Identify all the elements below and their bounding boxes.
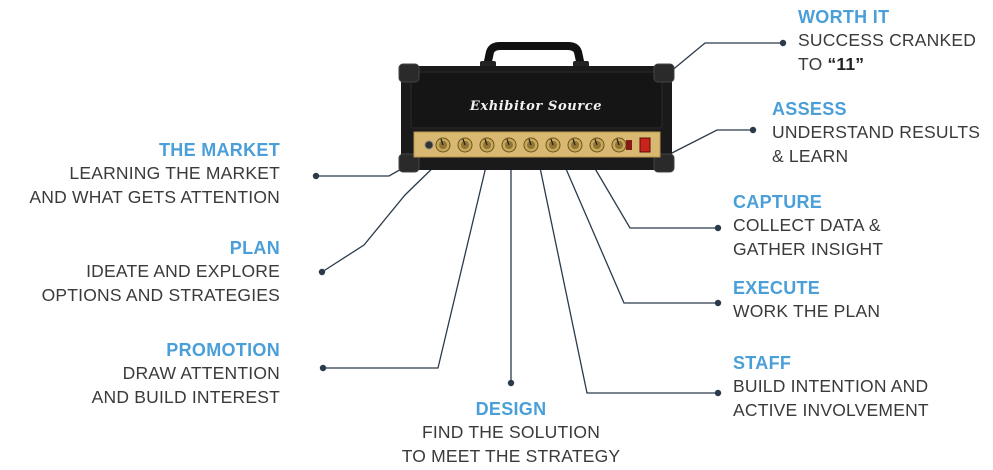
execute-line1: WORK THE PLAN <box>733 301 881 321</box>
connector-plan <box>321 157 444 273</box>
amp-corner <box>398 153 420 173</box>
amp-knob-pointer <box>528 138 532 146</box>
connector-worth-it <box>669 42 783 73</box>
amp-handle <box>483 42 585 67</box>
connector-dot <box>312 172 320 180</box>
amp-brand-logo: Exhibitor Source <box>469 99 602 114</box>
plan-heading: PLAN <box>229 238 280 258</box>
connector-dot <box>749 126 757 134</box>
amp-knob-pointer <box>550 138 554 146</box>
staff-line1: BUILD INTENTION AND <box>733 376 929 396</box>
amp-indicator <box>626 140 632 150</box>
amp-knob-pointer <box>462 138 466 146</box>
amp-corner <box>398 63 420 83</box>
connector-dot <box>714 224 722 232</box>
amp-knobs <box>435 137 627 153</box>
amp-knob-pointer <box>484 138 488 146</box>
the-market-line2: AND WHAT GETS ATTENTION <box>29 187 280 207</box>
plan-line2: OPTIONS AND STRATEGIES <box>41 285 280 305</box>
promotion-line2: AND BUILD INTEREST <box>91 387 280 407</box>
the-market-line1: LEARNING THE MARKET <box>69 163 280 183</box>
plan-line1: IDEATE AND EXPLORE <box>86 261 280 281</box>
connector-staff <box>537 157 718 394</box>
connector-dot <box>714 389 722 397</box>
capture-line2: GATHER INSIGHT <box>733 239 884 259</box>
label-assess: ASSESS UNDERSTAND RESULTS & LEARN <box>772 98 980 168</box>
label-plan: PLAN IDEATE AND EXPLORE OPTIONS AND STRA… <box>42 237 280 307</box>
worth-it-line1: SUCCESS CRANKED <box>798 30 977 50</box>
capture-line1: COLLECT DATA & <box>733 215 881 235</box>
amp-power-switch <box>639 137 651 153</box>
promotion-heading: PROMOTION <box>166 340 280 360</box>
amp-corner <box>653 63 675 83</box>
connector-execute <box>559 154 718 304</box>
amp-corner <box>653 153 675 173</box>
connector-promotion <box>323 157 489 369</box>
staff-heading: STAFF <box>733 353 792 373</box>
execute-heading: EXECUTE <box>733 278 821 298</box>
label-promotion: PROMOTION DRAW ATTENTION AND BUILD INTER… <box>92 339 280 409</box>
assess-line2: & LEARN <box>772 146 849 166</box>
connector-capture <box>586 154 718 229</box>
staff-line2: ACTIVE INVOLVEMENT <box>733 400 929 420</box>
connector-dot <box>714 299 722 307</box>
connector-dot <box>507 379 515 387</box>
worth-it-heading: WORTH IT <box>798 7 890 27</box>
label-worth-it: WORTH IT SUCCESS CRANKED TO “11” <box>798 6 976 76</box>
assess-line1: UNDERSTAND RESULTS <box>772 122 981 142</box>
design-heading: DESIGN <box>475 399 547 419</box>
amp-knob-pointer <box>572 138 576 146</box>
design-line2: TO MEET THE STRATEGY <box>401 446 621 466</box>
worth-it-line2-bold: “11” <box>827 54 865 74</box>
label-the-market: THE MARKET LEARNING THE MARKET AND WHAT … <box>29 139 280 209</box>
capture-heading: CAPTURE <box>733 192 823 212</box>
label-staff: STAFF BUILD INTENTION AND ACTIVE INVOLVE… <box>733 352 929 422</box>
amp-knob-pointer <box>506 138 510 146</box>
label-design: DESIGN FIND THE SOLUTION TO MEET THE STR… <box>371 398 651 468</box>
connector-dot <box>779 39 787 47</box>
connector-assess <box>667 129 753 156</box>
amp-input-jack <box>424 140 434 150</box>
design-line1: FIND THE SOLUTION <box>421 422 601 442</box>
connector-dot <box>318 268 326 276</box>
amp-knob-pointer <box>616 138 620 146</box>
amp-knob-pointer <box>594 138 598 146</box>
promotion-line1: DRAW ATTENTION <box>122 363 280 383</box>
the-market-heading: THE MARKET <box>159 140 280 160</box>
amp-knob-pointer <box>440 138 444 146</box>
label-execute: EXECUTE WORK THE PLAN <box>733 277 880 323</box>
label-capture: CAPTURE COLLECT DATA & GATHER INSIGHT <box>733 191 883 261</box>
connector-dot <box>319 364 327 372</box>
assess-heading: ASSESS <box>772 99 847 119</box>
worth-it-line2-prefix: TO <box>798 54 828 74</box>
worth-it-line2: TO “11” <box>798 52 976 76</box>
amp-grille <box>410 71 663 129</box>
